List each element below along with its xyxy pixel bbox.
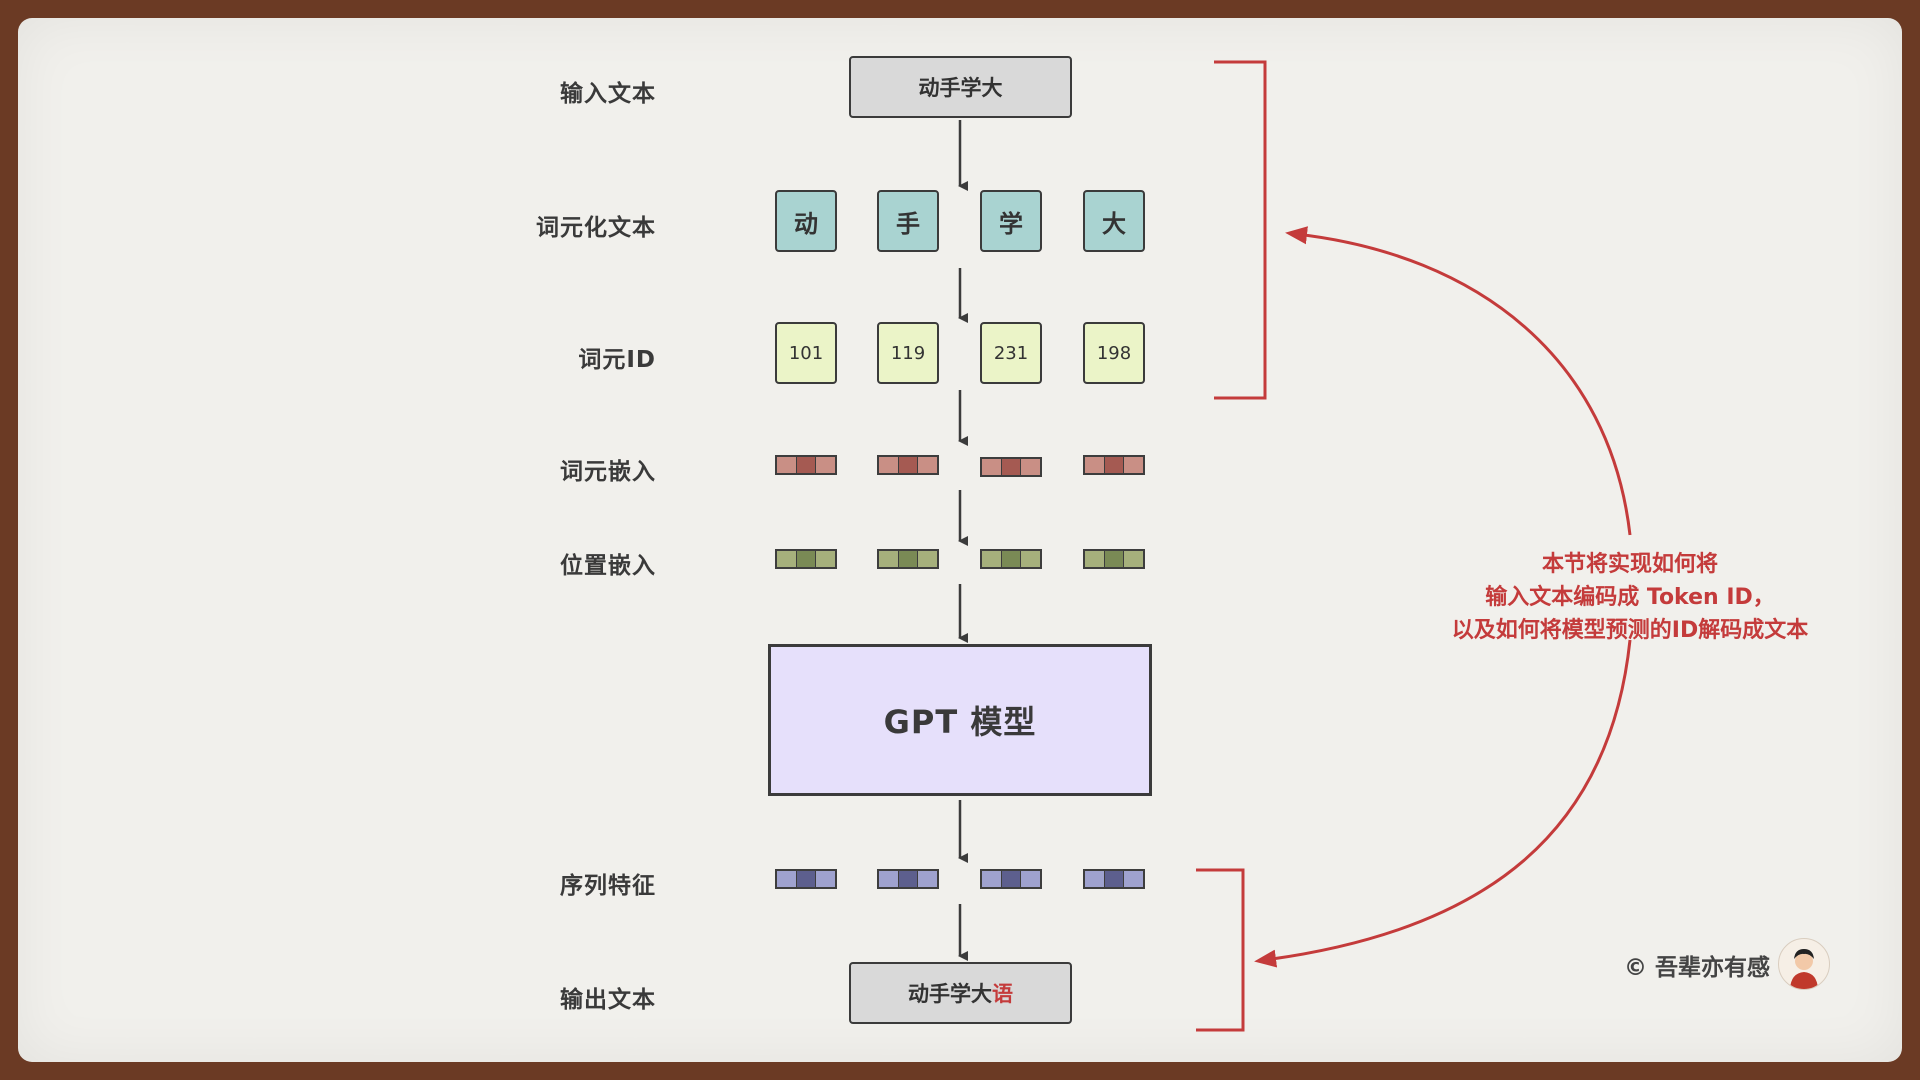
label-sequence-feature: 序列特征 — [560, 873, 656, 899]
label-input-text: 输入文本 — [560, 81, 656, 107]
token-box: 动 — [775, 190, 837, 252]
token-id-box: 101 — [775, 322, 837, 384]
output-text-predicted-char: 语 — [992, 982, 1013, 1006]
token-id-box: 119 — [877, 322, 939, 384]
token-box: 大 — [1083, 190, 1145, 252]
label-token-id: 词元ID — [578, 347, 656, 373]
position-embedding-vector — [775, 549, 837, 569]
token-id-box: 231 — [980, 322, 1042, 384]
token-box: 手 — [877, 190, 939, 252]
sequence-feature-vector — [1083, 869, 1145, 889]
token-embedding-vector — [877, 455, 939, 475]
copyright-text: © 吾辈亦有感 — [1624, 955, 1771, 981]
label-output-text: 输出文本 — [560, 987, 656, 1013]
token-box: 学 — [980, 190, 1042, 252]
annotation-note: 本节将实现如何将 输入文本编码成 Token ID， 以及如何将模型预测的ID解… — [1400, 548, 1860, 647]
label-token-embedding: 词元嵌入 — [560, 459, 656, 485]
token-embedding-vector — [980, 457, 1042, 477]
sequence-feature-vector — [775, 869, 837, 889]
input-text-box: 动手学大 — [849, 56, 1072, 118]
curved-arrow-to-encoding — [1285, 226, 1632, 536]
decoding-bracket — [1196, 868, 1245, 1032]
token-embedding-vector — [1083, 455, 1145, 475]
gpt-model-box: GPT 模型 — [768, 644, 1152, 796]
avatar — [1778, 938, 1830, 990]
note-line: 以及如何将模型预测的ID解码成文本 — [1451, 618, 1809, 643]
token-embedding-vector — [775, 455, 837, 475]
avatar-icon — [1790, 949, 1818, 989]
sequence-feature-vector — [877, 869, 939, 889]
output-text-prefix: 动手学大 — [908, 982, 992, 1006]
position-embedding-vector — [877, 549, 939, 569]
position-embedding-vector — [1083, 549, 1145, 569]
label-position-embedding: 位置嵌入 — [560, 553, 656, 579]
curved-arrow-to-decoding — [1254, 639, 1632, 968]
position-embedding-vector — [980, 549, 1042, 569]
note-line: 本节将实现如何将 — [1541, 552, 1718, 577]
note-line: 输入文本编码成 Token ID， — [1485, 585, 1775, 610]
label-tokenized-text: 词元化文本 — [536, 215, 656, 241]
encoding-bracket — [1214, 60, 1267, 400]
token-id-box: 198 — [1083, 322, 1145, 384]
sequence-feature-vector — [980, 869, 1042, 889]
output-text-box: 动手学大语 — [849, 962, 1072, 1024]
